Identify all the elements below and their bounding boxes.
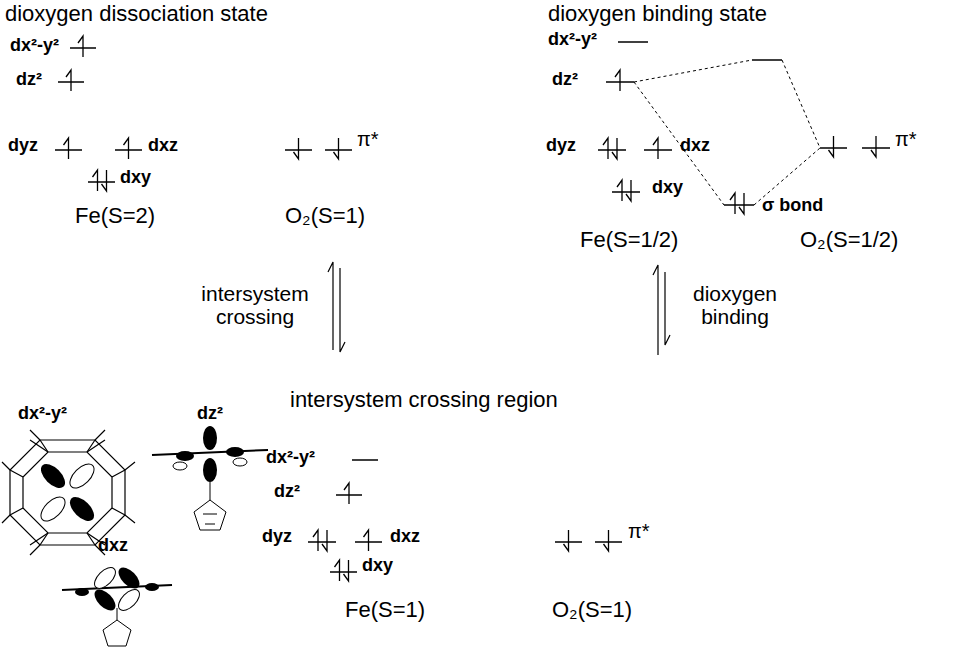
level-stroke bbox=[615, 70, 620, 91]
dx2y2-lobes bbox=[37, 460, 99, 526]
level-stroke bbox=[626, 180, 631, 201]
level-stroke bbox=[294, 138, 299, 159]
level-stroke bbox=[653, 138, 658, 159]
orbital-label: dz² bbox=[274, 482, 300, 502]
level-stroke bbox=[752, 59, 782, 61]
level-stroke bbox=[66, 70, 71, 91]
level-stroke bbox=[871, 136, 876, 157]
orbital-label: dxz bbox=[98, 536, 128, 556]
spin-state: Fe(S=1) bbox=[345, 598, 425, 622]
level-stroke bbox=[78, 36, 83, 57]
orbital-label: dxy bbox=[362, 556, 393, 576]
orbital-label: dxz bbox=[148, 136, 178, 156]
level-stroke bbox=[334, 138, 339, 159]
orbital-label: π* bbox=[357, 128, 379, 150]
orbital-label: dyz bbox=[262, 527, 292, 547]
level-stroke bbox=[564, 530, 569, 551]
level-stroke bbox=[364, 530, 369, 551]
process-label: intersystem crossing bbox=[190, 282, 320, 328]
level-stroke bbox=[598, 149, 626, 151]
orbital-label: dx²-y² bbox=[18, 404, 67, 424]
dxz-illustration bbox=[62, 564, 172, 646]
level-stroke bbox=[730, 193, 735, 214]
spin-state: O₂(S=1/2) bbox=[800, 228, 898, 252]
level-stroke bbox=[335, 560, 340, 581]
orbital-label: dxy bbox=[120, 168, 151, 188]
orbital-label: dx²-y² bbox=[10, 36, 59, 56]
bond-label: σ bond bbox=[762, 196, 823, 216]
level-stroke bbox=[313, 530, 318, 551]
level-stroke bbox=[64, 138, 69, 159]
level-stroke bbox=[124, 138, 129, 159]
spin-state: Fe(S=2) bbox=[75, 204, 155, 228]
level-stroke bbox=[603, 138, 608, 159]
level-stroke bbox=[93, 170, 98, 191]
orbital-label: dz² bbox=[16, 70, 42, 90]
level-stroke bbox=[88, 181, 115, 183]
level-stroke bbox=[102, 170, 107, 191]
orbital-label: π* bbox=[628, 520, 650, 542]
level-stroke bbox=[344, 560, 349, 581]
level-stroke bbox=[739, 193, 744, 214]
orbital-label: dz² bbox=[197, 404, 223, 424]
level-stroke bbox=[330, 571, 357, 573]
state-title: dioxygen dissociation state bbox=[5, 2, 268, 26]
level-stroke bbox=[322, 530, 327, 551]
dz2-illustration bbox=[152, 426, 268, 530]
orbital-label: dxz bbox=[680, 136, 710, 156]
level-stroke bbox=[344, 483, 349, 504]
level-stroke bbox=[724, 204, 754, 206]
orbital-label: dz² bbox=[552, 70, 578, 90]
orbital-label: π* bbox=[895, 128, 917, 150]
level-stroke bbox=[604, 530, 609, 551]
process-label: dioxygen binding bbox=[680, 282, 790, 328]
orbital-label: dxz bbox=[390, 527, 420, 547]
equilibrium-arrows bbox=[328, 262, 670, 355]
orbital-label: dyz bbox=[8, 136, 38, 156]
level-stroke bbox=[612, 138, 617, 159]
spin-state: Fe(S=1/2) bbox=[580, 228, 678, 252]
state-title: intersystem crossing region bbox=[290, 388, 558, 412]
orbital-label: dyz bbox=[546, 136, 576, 156]
level-stroke bbox=[618, 41, 648, 43]
energy-levels bbox=[55, 36, 890, 581]
spin-state: O₂(S=1) bbox=[285, 204, 365, 228]
level-stroke bbox=[612, 191, 640, 193]
orbital-label: dxy bbox=[652, 178, 683, 198]
mo-correlation-lines bbox=[634, 60, 820, 205]
level-stroke bbox=[308, 541, 336, 543]
orbital-label: dx²-y² bbox=[548, 30, 597, 50]
orbital-label: dx²-y² bbox=[266, 448, 315, 468]
state-title: dioxygen binding state bbox=[548, 2, 767, 26]
level-stroke bbox=[352, 459, 378, 461]
porphyrin-illustration bbox=[2, 430, 135, 555]
level-stroke bbox=[829, 136, 834, 157]
spin-state: O₂(S=1) bbox=[552, 598, 632, 622]
level-stroke bbox=[617, 180, 622, 201]
